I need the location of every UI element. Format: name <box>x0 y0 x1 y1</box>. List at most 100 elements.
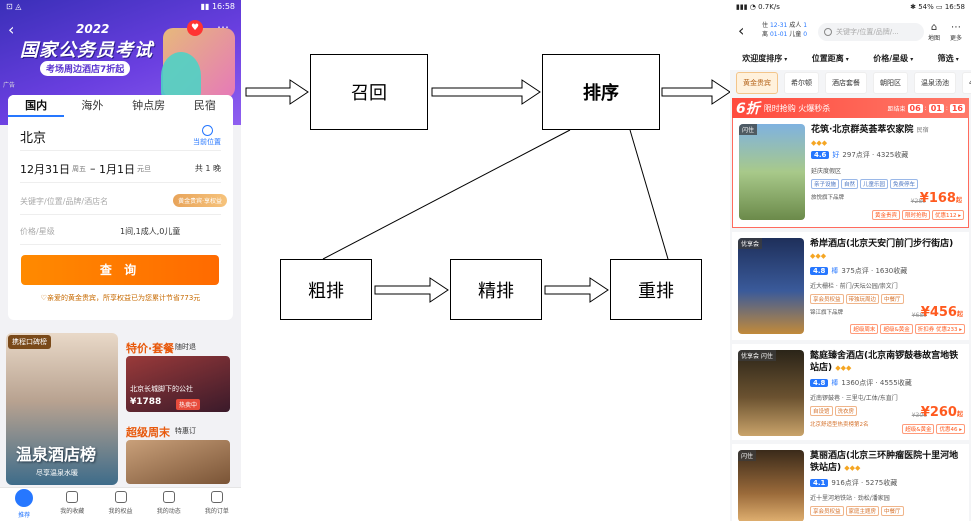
promo-tags: 超级周末 超级&黄金 折扣券 优惠233 ▸ <box>850 324 965 334</box>
promo-tag: 限时抢购 <box>901 210 930 220</box>
orders-icon <box>210 491 223 503</box>
status-bar: ▮▮▮ ◔ 0.7K/s ✱ 54% ▭ 16:58 <box>730 0 971 16</box>
map-button[interactable]: ⌂地图 <box>928 22 940 42</box>
child-label: 儿童 <box>789 31 802 38</box>
chip-hot-spring[interactable]: 温泉汤池 <box>914 72 956 94</box>
promo-tag: 超级&黄金 <box>902 424 935 434</box>
countdown-seconds: 16 <box>949 103 965 113</box>
favorite-icon[interactable]: ♥ <box>187 20 203 36</box>
rerank-box: 重排 <box>610 259 702 320</box>
hotel-tags: 亲子设施 自然 儿童乐园 免费停车 <box>811 179 919 189</box>
nights-count: 共 1 晚 <box>194 164 221 173</box>
quick-filter-chips: 黄金贵宾 希尔顿 酒店套餐 朝阳区 温泉汤池 4.5分 <box>730 72 971 94</box>
expand-line-right <box>629 129 669 260</box>
hotel-tag: 亲子设施 <box>811 179 840 189</box>
nav-benefits[interactable]: 我的权益 <box>96 488 144 521</box>
arrow-coarse-to-fine <box>374 277 449 303</box>
score-badge: 4.8 <box>810 267 829 275</box>
hotel-tag: 家庭主题房 <box>845 506 880 516</box>
promo-tag: 超级周末 <box>850 324 879 334</box>
stay-summary[interactable]: 住 12-31 成人 1 离 01-01 儿童 0 <box>762 21 807 39</box>
tab-overseas[interactable]: 海外 <box>81 99 104 112</box>
hotel-list-item[interactable]: 闪住 莫丽酒店(北京三环肿瘤医院十里河地铁站店) ◆◆◆ 4.1 916点评 ·… <box>732 444 969 521</box>
chip-rating[interactable]: 4.5分 <box>962 72 971 94</box>
filter-location[interactable]: 位置距离 <box>812 48 849 70</box>
chip-gold-vip[interactable]: 黄金贵宾 <box>736 72 778 94</box>
nav-label: 我的收藏 <box>60 508 85 515</box>
adult-label: 成人 <box>789 22 802 29</box>
adult-count: 1 <box>803 22 808 29</box>
city-field[interactable]: 北京 当前位置 <box>20 123 221 151</box>
nav-recommend[interactable]: 推荐 <box>0 488 48 521</box>
checkout-holiday: 元旦 <box>137 164 151 173</box>
nav-favorites[interactable]: 我的收藏 <box>48 488 96 521</box>
score-badge: 4.6 <box>811 151 830 159</box>
photo-tag: 优享会 闪住 <box>738 350 776 361</box>
deal-hot-badge: 热卖中 <box>176 399 201 410</box>
hotel-tag: 自然 <box>841 179 859 189</box>
banner-title: 国家公务员考试 <box>20 40 153 61</box>
chip-chaoyang[interactable]: 朝阳区 <box>873 72 908 94</box>
deal-caption: 北京长城脚下的公社 <box>130 385 193 393</box>
hotel-location: 延庆度假区 <box>811 168 842 175</box>
filter-more[interactable]: 筛选 <box>938 48 959 70</box>
activity-icon <box>162 491 175 503</box>
nav-activity[interactable]: 我的动态 <box>145 488 193 521</box>
hotel-photo: 优享会 闪住 <box>738 350 804 436</box>
chip-hilton[interactable]: 希尔顿 <box>784 72 819 94</box>
weekend-card[interactable] <box>126 440 230 484</box>
keyword-placeholder: 关键字/位置/品牌/酒店名 <box>20 197 109 206</box>
more-dots-icon[interactable]: ⋯ <box>217 20 229 34</box>
hotel-list-item[interactable]: 优享会 希岸酒店(北京天安门前门步行街店) ◆◆◆ 4.8 棒 375点评 · … <box>732 232 969 340</box>
weekend-section-title[interactable]: 超级周末 <box>126 426 170 439</box>
promo-tag[interactable]: 优惠112 ▸ <box>931 210 964 220</box>
date-range-field[interactable]: 12月31日 周五 – 1月1日 元旦 共 1 晚 <box>20 155 221 183</box>
deal-section-subtitle: 随时退 <box>175 343 196 351</box>
hot-spring-ranking-card[interactable]: 携程口碑榜 温泉酒店榜 尽享温泉水暖 <box>6 333 118 485</box>
hotel-location: 近十里河地铁站 · 劲松/潘家园 <box>810 495 890 502</box>
arrow-ranking-to-list <box>661 79 731 105</box>
search-icon <box>824 28 832 36</box>
hotel-list-item[interactable]: 闪住 花筑·北京群英荟萃农家院 民宿 ◆◆◆ 4.6 好 297点评 · 432… <box>732 118 969 228</box>
back-chevron-icon[interactable]: ‹ <box>738 21 745 40</box>
hotel-list-item[interactable]: 优享会 闪住 懿庭臻舍酒店(北京南锣鼓巷故宫地铁站店) ◆◆◆ 4.8 棒 13… <box>732 344 969 440</box>
hotel-name-text: 莫丽酒店(北京三环肿瘤医院十里河地铁站店) <box>810 451 959 473</box>
nav-orders[interactable]: 我的订单 <box>193 488 241 521</box>
promo-tag[interactable]: 折扣券 优惠233 ▸ <box>914 324 965 334</box>
current-location-button[interactable]: 当前位置 <box>193 125 221 147</box>
hotel-tag: 中餐厅 <box>881 506 904 516</box>
keyword-field[interactable]: 关键字/位置/品牌/酒店名 黄金贵宾·享权益 <box>20 189 227 215</box>
price-star-field[interactable]: 价格/星级 1间,1成人,0儿童 <box>20 219 221 245</box>
back-chevron-icon[interactable]: ‹ <box>8 20 15 39</box>
filter-sort[interactable]: 欢迎度排序 <box>742 48 787 70</box>
guests-field[interactable]: 1间,1成人,0儿童 <box>120 227 181 236</box>
tab-hourly[interactable]: 钟点房 <box>132 99 166 112</box>
recall-box: 召回 <box>310 54 428 130</box>
promo-tag[interactable]: 优惠46 ▸ <box>936 424 965 434</box>
tab-domestic[interactable]: 国内 <box>8 95 65 117</box>
hotel-tag: 享会员权益 <box>810 294 844 304</box>
deal-price: ¥1788 <box>130 397 162 407</box>
search-input[interactable]: 关键字/位置/品牌/... <box>818 23 924 41</box>
promo-tag: 超级&黄金 <box>880 324 913 334</box>
promo-tags: 黄金贵宾 限时抢购 优惠112 ▸ <box>871 210 964 220</box>
countdown-label: 距结束 <box>887 105 906 113</box>
flash-sale-bar[interactable]: 6折 限时抢购 火爆秒杀 距结束 06: 01: 16 <box>732 98 969 118</box>
gold-vip-badge[interactable]: 黄金贵宾·享权益 <box>173 194 227 207</box>
flash-hot-label: 火爆秒杀 <box>798 103 831 113</box>
chip-package[interactable]: 酒店套餐 <box>825 72 867 94</box>
filter-price-star[interactable]: 价格/星级 <box>873 48 913 70</box>
flash-countdown: 距结束 06: 01: 16 <box>887 103 965 113</box>
gold-savings-note: ♡亲爱的黄金贵宾，所享权益已为您累计节省773元 <box>40 294 201 302</box>
hot-spring-title: 温泉酒店榜 <box>16 445 97 464</box>
tab-homestay[interactable]: 民宿 <box>193 99 216 112</box>
search-button[interactable]: 查 询 <box>21 255 219 285</box>
flash-sale-label: 限时抢购 <box>763 103 796 113</box>
hotel-name: 花筑·北京群英荟萃农家院 民宿 ◆◆◆ <box>811 124 964 149</box>
more-button[interactable]: ⋯更多 <box>950 22 962 42</box>
review-count: 916点评 · 5275收藏 <box>831 479 898 487</box>
checkin-date: 12月31日 <box>20 162 70 176</box>
score-badge: 4.1 <box>810 479 829 487</box>
deal-section-title[interactable]: 特价·套餐 <box>126 342 175 355</box>
child-count: 0 <box>803 31 808 38</box>
